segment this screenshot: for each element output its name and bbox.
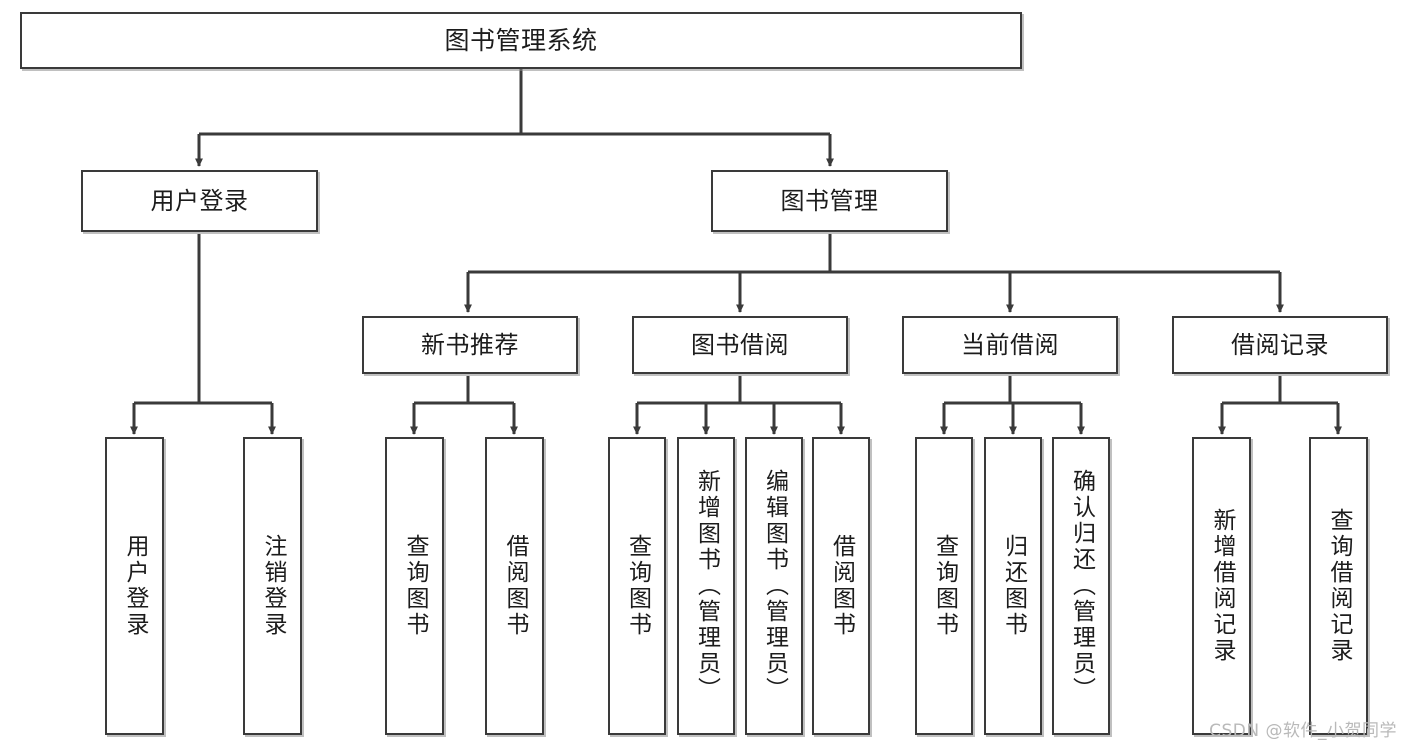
node-label: 图书管理	[780, 186, 879, 215]
leaf-current-borrow-query-book[interactable]: 查询图书	[915, 437, 973, 735]
node-label: 归还图书	[1000, 534, 1027, 638]
leaf-new-book-borrow-book[interactable]: 借阅图书	[485, 437, 544, 735]
node-label: 确认归还（管理员）	[1068, 469, 1095, 703]
node-label: 新书推荐	[421, 330, 519, 359]
leaf-book-borrow-borrow-book[interactable]: 借阅图书	[812, 437, 870, 735]
node-label: 查询图书	[624, 534, 651, 638]
node-label: 用户登录	[150, 186, 249, 215]
node-book-management[interactable]: 图书管理	[711, 170, 948, 232]
node-borrow-record[interactable]: 借阅记录	[1172, 316, 1388, 374]
node-label: 借阅图书	[828, 534, 855, 638]
leaf-new-book-query-book[interactable]: 查询图书	[385, 437, 444, 735]
node-label: 查询图书	[402, 534, 428, 638]
node-label: 注销登录	[260, 534, 286, 638]
watermark-text: CSDN @软件_小贺同学	[1209, 721, 1397, 741]
node-label: 借阅记录	[1231, 330, 1329, 359]
node-label: 查询借阅记录	[1326, 508, 1352, 664]
node-user-login[interactable]: 用户登录	[81, 170, 318, 232]
node-label: 当前借阅	[961, 330, 1059, 359]
node-label: 编辑图书（管理员）	[761, 469, 788, 703]
node-label: 查询图书	[931, 534, 958, 638]
node-label: 借阅图书	[502, 534, 528, 638]
node-book-borrow[interactable]: 图书借阅	[632, 316, 848, 374]
leaf-user-login-login[interactable]: 用户登录	[105, 437, 164, 735]
leaf-book-borrow-query-book[interactable]: 查询图书	[608, 437, 666, 735]
leaf-current-borrow-confirm-return-admin[interactable]: 确认归还（管理员）	[1052, 437, 1110, 735]
leaf-borrow-record-query-record[interactable]: 查询借阅记录	[1309, 437, 1368, 735]
node-current-borrow[interactable]: 当前借阅	[902, 316, 1118, 374]
node-label: 图书管理系统	[444, 25, 598, 55]
leaf-book-borrow-edit-book-admin[interactable]: 编辑图书（管理员）	[745, 437, 803, 735]
node-label: 新增图书（管理员）	[693, 469, 720, 703]
leaf-current-borrow-return-book[interactable]: 归还图书	[984, 437, 1042, 735]
node-label: 图书借阅	[691, 330, 789, 359]
leaf-user-login-logout[interactable]: 注销登录	[243, 437, 302, 735]
node-label: 用户登录	[122, 534, 148, 638]
leaf-borrow-record-add-record[interactable]: 新增借阅记录	[1192, 437, 1251, 735]
leaf-book-borrow-add-book-admin[interactable]: 新增图书（管理员）	[677, 437, 735, 735]
node-new-book-recommend[interactable]: 新书推荐	[362, 316, 578, 374]
node-root-library-management-system[interactable]: 图书管理系统	[20, 12, 1022, 69]
node-label: 新增借阅记录	[1209, 508, 1235, 664]
